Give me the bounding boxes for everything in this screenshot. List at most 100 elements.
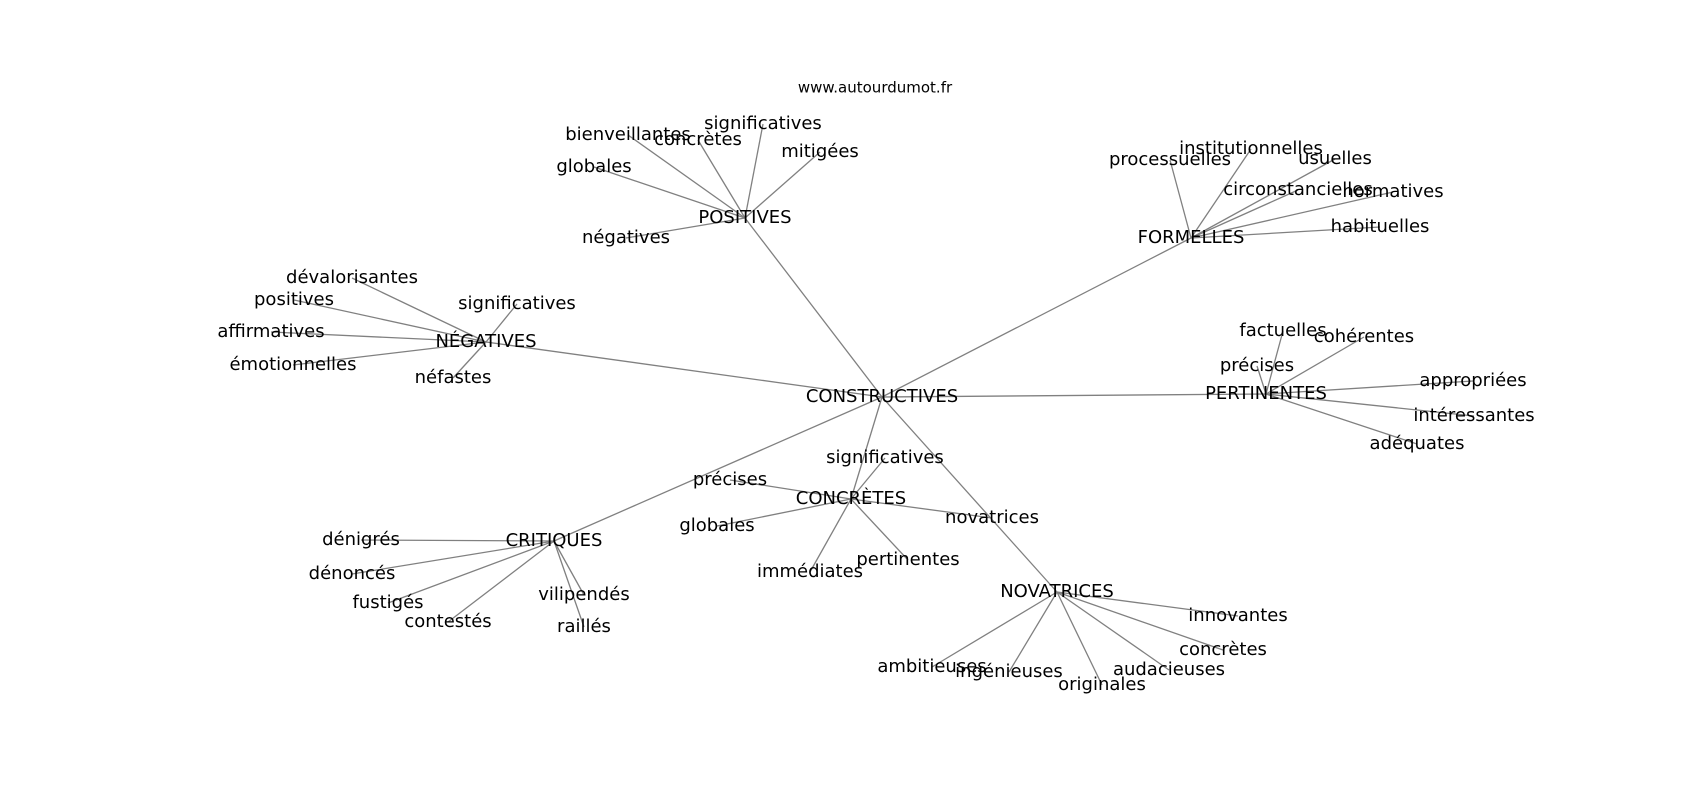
hub-node-critiques: CRITIQUES [506, 530, 603, 551]
leaf-node-novatrices-2: ambitieuses [877, 656, 986, 677]
edge-novatrices-5 [1056, 591, 1170, 671]
edge-pertinentes-3 [1265, 380, 1474, 395]
edge-critiques-1 [351, 540, 555, 575]
site-watermark: www.autourdumot.fr [798, 79, 953, 97]
leaf-node-concretes-1: précises [693, 469, 767, 490]
edge-root-critiques [553, 396, 883, 542]
edge-positives-2 [744, 123, 764, 219]
leaf-node-positives-3: mitigées [781, 141, 859, 162]
edge-root-formelles [881, 237, 1192, 398]
leaf-node-critiques-3: contestés [404, 611, 491, 632]
edge-concretes-1 [729, 479, 852, 500]
edge-positives-4 [593, 166, 746, 219]
leaf-node-positives-1: concrètes [654, 129, 742, 150]
edge-formelles-4 [1190, 191, 1394, 239]
edge-concretes-2 [716, 498, 852, 527]
hub-node-positives: POSITIVES [698, 207, 791, 228]
leaf-node-negatives-1: positives [254, 289, 334, 310]
edge-root-negatives [485, 341, 883, 398]
leaf-node-pertinentes-1: cohérentes [1314, 326, 1414, 347]
edge-critiques-4 [553, 540, 585, 596]
leaf-node-pertinentes-4: intéressantes [1413, 405, 1534, 426]
leaf-node-formelles-4: normatives [1342, 181, 1443, 202]
leaf-node-novatrices-5: audacieuses [1113, 659, 1225, 680]
leaf-node-pertinentes-2: précises [1220, 355, 1294, 376]
edge-positives-0 [627, 134, 746, 219]
leaf-node-positives-5: négatives [582, 227, 670, 248]
edge-formelles-0 [1169, 159, 1192, 239]
hub-node-concretes: CONCRÈTES [796, 487, 906, 509]
edge-concretes-5 [850, 498, 909, 561]
leaf-node-concretes-0: significatives [826, 447, 944, 468]
leaf-node-pertinentes-5: adéquates [1370, 433, 1465, 454]
leaf-node-concretes-3: novatrices [945, 507, 1039, 528]
hub-node-formelles: FORMELLES [1138, 227, 1245, 248]
edge-positives-1 [697, 139, 746, 219]
edge-root-pertinentes [881, 393, 1267, 398]
leaf-node-formelles-5: habituelles [1331, 216, 1430, 237]
leaf-node-negatives-4: émotionnelles [229, 354, 356, 375]
edge-novatrices-2 [931, 591, 1058, 668]
leaf-node-concretes-5: pertinentes [856, 549, 959, 570]
edge-novatrices-3 [1008, 591, 1058, 673]
hub-node-pertinentes: PERTINENTES [1205, 383, 1327, 404]
leaf-node-negatives-2: significatives [458, 293, 576, 314]
edge-pertinentes-2 [1256, 365, 1267, 395]
edge-formelles-1 [1190, 148, 1252, 239]
edge-concretes-0 [850, 457, 886, 500]
edge-positives-5 [625, 217, 746, 239]
leaf-node-novatrices-3: ingénieuses [955, 661, 1063, 682]
leaf-node-negatives-3: affirmatives [217, 321, 324, 342]
edge-pertinentes-5 [1265, 393, 1418, 445]
leaf-node-critiques-0: dénigrés [322, 529, 400, 550]
root-node-label: CONSTRUCTIVES [806, 386, 958, 407]
edge-negatives-5 [452, 341, 487, 379]
edge-root-positives [744, 217, 883, 398]
edge-root-concretes [850, 396, 883, 500]
edge-novatrices-0 [1056, 591, 1239, 617]
edge-root-novatrices [881, 396, 1058, 593]
edge-concretes-4 [809, 498, 852, 573]
leaf-node-positives-0: bienveillantes [565, 124, 691, 145]
edge-pertinentes-1 [1265, 336, 1365, 395]
hub-node-negatives: NÉGATIVES [435, 330, 536, 352]
edge-formelles-2 [1190, 158, 1336, 239]
edge-negatives-4 [292, 341, 487, 366]
leaf-node-novatrices-4: originales [1058, 674, 1146, 695]
leaf-node-critiques-4: vilipendés [538, 584, 629, 605]
edge-formelles-3 [1190, 189, 1299, 239]
edge-formelles-5 [1190, 226, 1381, 239]
leaf-node-pertinentes-0: factuelles [1239, 320, 1326, 341]
edge-negatives-1 [293, 299, 487, 343]
leaf-node-formelles-1: institutionnelles [1179, 138, 1323, 159]
leaf-node-novatrices-1: concrètes [1179, 639, 1267, 660]
edge-negatives-2 [485, 303, 518, 343]
leaf-node-formelles-3: circonstancielles [1223, 179, 1373, 200]
edge-concretes-3 [850, 498, 993, 519]
leaf-node-critiques-5: raillés [557, 616, 611, 637]
hub-node-novatrices: NOVATRICES [1000, 581, 1114, 602]
leaf-node-novatrices-0: innovantes [1188, 605, 1287, 626]
edge-pertinentes-0 [1265, 330, 1284, 395]
leaf-node-negatives-5: néfastes [415, 367, 492, 388]
leaf-node-concretes-2: globales [679, 515, 754, 536]
leaf-node-positives-4: globales [556, 156, 631, 177]
edge-critiques-2 [387, 540, 555, 604]
leaf-node-negatives-0: dévalorisantes [286, 267, 418, 288]
edge-pertinentes-4 [1265, 393, 1475, 417]
leaf-node-critiques-1: dénoncés [309, 563, 396, 584]
edge-novatrices-1 [1056, 591, 1224, 651]
edge-positives-3 [744, 151, 821, 219]
edge-negatives-3 [270, 331, 487, 343]
leaf-node-critiques-2: fustigés [352, 592, 423, 613]
edge-critiques-0 [360, 539, 555, 542]
edge-critiques-3 [447, 540, 555, 623]
edge-negatives-0 [351, 277, 487, 343]
leaf-node-formelles-2: usuelles [1298, 148, 1372, 169]
edge-critiques-5 [553, 540, 585, 628]
leaf-node-pertinentes-3: appropriées [1419, 370, 1526, 391]
edge-novatrices-4 [1056, 591, 1103, 686]
leaf-node-concretes-4: immédiates [757, 561, 863, 582]
leaf-node-positives-2: significatives [704, 113, 822, 134]
